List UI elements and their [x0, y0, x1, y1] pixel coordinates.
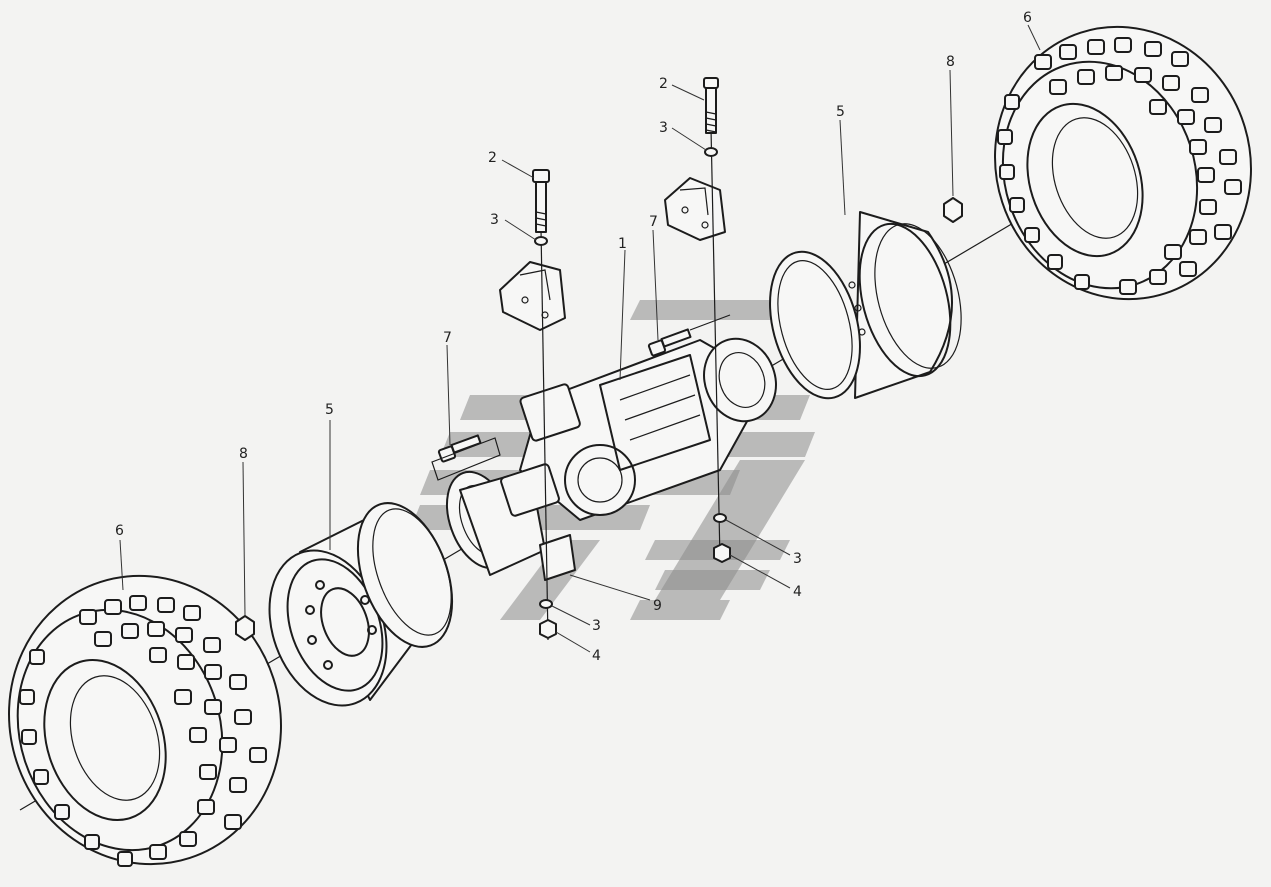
washer-right-bottom	[713, 513, 727, 523]
callout-4-right: 4	[793, 584, 802, 600]
callout-8-left: 8	[239, 446, 248, 462]
callout-2-left: 2	[488, 150, 497, 166]
callout-7-left: 7	[443, 330, 452, 346]
tire-right	[994, 25, 1252, 301]
wheel-nut-left	[235, 615, 255, 641]
washer-left-top	[534, 236, 548, 246]
bolt-left	[532, 169, 550, 233]
tire-right-tread	[997, 37, 1242, 295]
callout-7-right: 7	[649, 214, 658, 230]
callout-8-right: 8	[946, 54, 955, 70]
callout-3-left-bottom: 3	[592, 618, 601, 634]
leader-lines	[119, 24, 1041, 653]
callout-6-left: 6	[115, 523, 124, 539]
callout-labels: 1 2 2 3 3 3 3 4 4 5 5 6 6 7 7 8 8 9	[115, 10, 1032, 664]
callout-3-right-top: 3	[659, 120, 668, 136]
washer-right-top	[704, 147, 718, 157]
rim-right	[769, 211, 962, 400]
callout-2-right: 2	[659, 76, 668, 92]
nut-left-bottom	[539, 619, 557, 639]
callout-3-left-top: 3	[490, 212, 499, 228]
bracket-left	[499, 261, 566, 331]
callout-1: 1	[618, 236, 627, 252]
bolt-axis-left	[539, 169, 549, 641]
nut-right-bottom	[713, 543, 731, 563]
callout-5-left: 5	[325, 402, 334, 418]
axle-housing	[446, 337, 777, 581]
bracket-right	[664, 177, 726, 241]
washer-left-bottom	[539, 599, 553, 609]
tire-left	[8, 574, 282, 867]
callout-9: 9	[653, 598, 662, 614]
bolt-7-right	[647, 314, 731, 357]
wheel-nut-right	[943, 197, 963, 223]
tire-left-tread	[19, 595, 267, 867]
callout-3-right-bottom: 3	[793, 551, 802, 567]
bolt-7-left	[431, 434, 501, 481]
callout-6-right: 6	[1023, 10, 1032, 26]
rim-left	[268, 502, 454, 707]
bolt-right	[703, 77, 719, 134]
callout-5-right: 5	[836, 104, 845, 120]
callout-4-left: 4	[592, 648, 601, 664]
